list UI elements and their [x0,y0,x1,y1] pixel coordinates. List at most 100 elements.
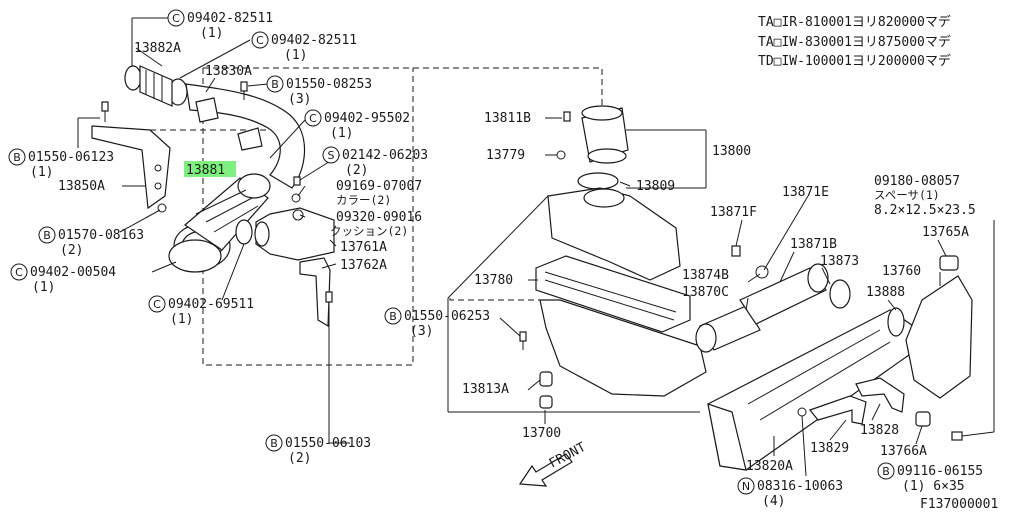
label-spacer-size: 8.2×12.5×23.5 [874,203,976,218]
part-duct-13820a [707,309,917,471]
label-09180-08057: 09180-08057 [874,174,960,189]
label-c-09402-95502: 09402-95502 [324,111,410,126]
marker-b: B [271,78,279,91]
label-qty: (3) [288,92,311,107]
marker-b: B [13,151,21,164]
part-grommet-13766a [915,411,931,427]
marker-c: C [309,112,317,125]
label-09320-09016: 09320-09016 [336,210,422,225]
label-13813a: 13813A [462,382,509,397]
label-c-09402-69511: 09402-69511 [168,297,254,312]
part-nut-08316 [797,407,807,417]
part-cover-13700-upper [547,187,681,281]
applicability-line-3: TD□IW-100001ヨリ200000マデ [758,53,951,69]
marker-c: C [15,266,23,279]
marker-b: B [882,465,890,478]
marker-c: C [172,12,180,25]
label-qty: (1) [330,126,353,141]
front-direction-arrow: FRONT [518,440,589,487]
label-qty: (1) [32,280,55,295]
part-screw-02142 [293,176,301,186]
markers: C C B C B S B C C B B B N [8,9,895,495]
label-13874b: 13874B [682,268,729,283]
figure-id: F137000001 [920,497,998,512]
part-resonator-13760 [905,275,973,399]
label-b-01570-08163: 01570-08163 [58,228,144,243]
part-airflow-meter-13800 [581,105,629,164]
label-13800: 13800 [712,144,751,159]
label-qty: (1) [30,165,53,180]
label-13762a: 13762A [340,258,387,273]
label-13829: 13829 [810,441,849,456]
part-bolt-01550-06103 [325,291,333,312]
label-qty-size: (1) 6×35 [902,479,965,494]
part-clamp-09402-00504 [168,239,222,273]
label-13766a: 13766A [880,444,927,459]
label-qty: (1) [284,48,307,63]
label-n-08316-10063: 08316-10063 [757,479,843,494]
label-13760: 13760 [882,264,921,279]
part-labels: 09402-82511 (1) 13882A 09402-82511 (1) 1… [28,11,998,512]
label-qty: (1) [200,26,223,41]
label-13700: 13700 [522,426,561,441]
part-mount-13813a [539,371,553,409]
label-spacer: スペーサ(1) [874,188,940,202]
part-grommet-13779 [556,150,566,160]
part-grommet-13765a [939,255,959,271]
part-bracket-13828 [855,377,905,413]
part-resonator-13761a [254,207,335,261]
label-13765a: 13765A [922,225,969,240]
label-qty: (3) [410,324,433,339]
part-bolt-01550-06253 [519,331,527,350]
part-seal-13809 [577,172,619,190]
label-c-09402-82511-b: 09402-82511 [271,33,357,48]
label-c-09402-82511-a: 09402-82511 [187,11,273,26]
label-13850a: 13850A [58,179,105,194]
label-13780: 13780 [474,273,513,288]
applicability-line-1: TA□IR-810001ヨリ820000マデ [758,14,951,30]
marker-n: N [742,480,750,493]
part-bolt-01550-08253 [240,81,248,100]
label-13761a: 13761A [340,240,387,255]
part-boot-13882a [139,65,173,107]
part-clamp-13873 [829,279,851,309]
part-cushion-09320 [292,209,304,221]
label-13830a: 13830A [205,64,252,79]
label-13779: 13779 [486,148,525,163]
label-13881-highlighted: 13881 [186,163,225,178]
label-13888: 13888 [866,285,905,300]
part-bolt-09116 [951,431,963,441]
marker-b: B [389,310,397,323]
label-collar: カラー(2) [336,193,391,207]
front-label: FRONT [547,440,589,472]
marker-b: B [270,437,278,450]
label-b-09116-06155: 09116-06155 [897,464,983,479]
label-b-01550-08253: 01550-08253 [286,77,372,92]
marker-b: B [43,229,51,242]
part-filter-13780 [535,255,691,333]
marker-c: C [256,34,264,47]
leader-lines [77,17,995,477]
label-13871f: 13871F [710,205,757,220]
marker-c: C [153,298,161,311]
marker-s: S [328,149,335,162]
part-clamp-13882a [124,65,188,106]
applicability-line-2: TA□IW-830001ヨリ875000マデ [758,34,951,50]
label-13871b: 13871B [790,237,837,252]
part-bolt-13811b [563,111,571,122]
label-qty: (1) [170,312,193,327]
label-c-09402-00504: 09402-00504 [30,265,116,280]
label-cushion: クッション(2) [330,224,408,238]
label-b-01550-06253: 01550-06253 [404,309,490,324]
dashed-group-line-top [203,67,603,125]
part-clamp-13888 [887,307,905,337]
part-bracket-13829 [809,395,867,425]
part-bracket-13850a [91,125,171,210]
label-13882a: 13882A [134,41,181,56]
label-13809: 13809 [636,179,675,194]
label-qty: (4) [762,494,785,509]
part-clamp-13874b [755,265,769,279]
part-bolt-01550-06123 [101,101,109,122]
